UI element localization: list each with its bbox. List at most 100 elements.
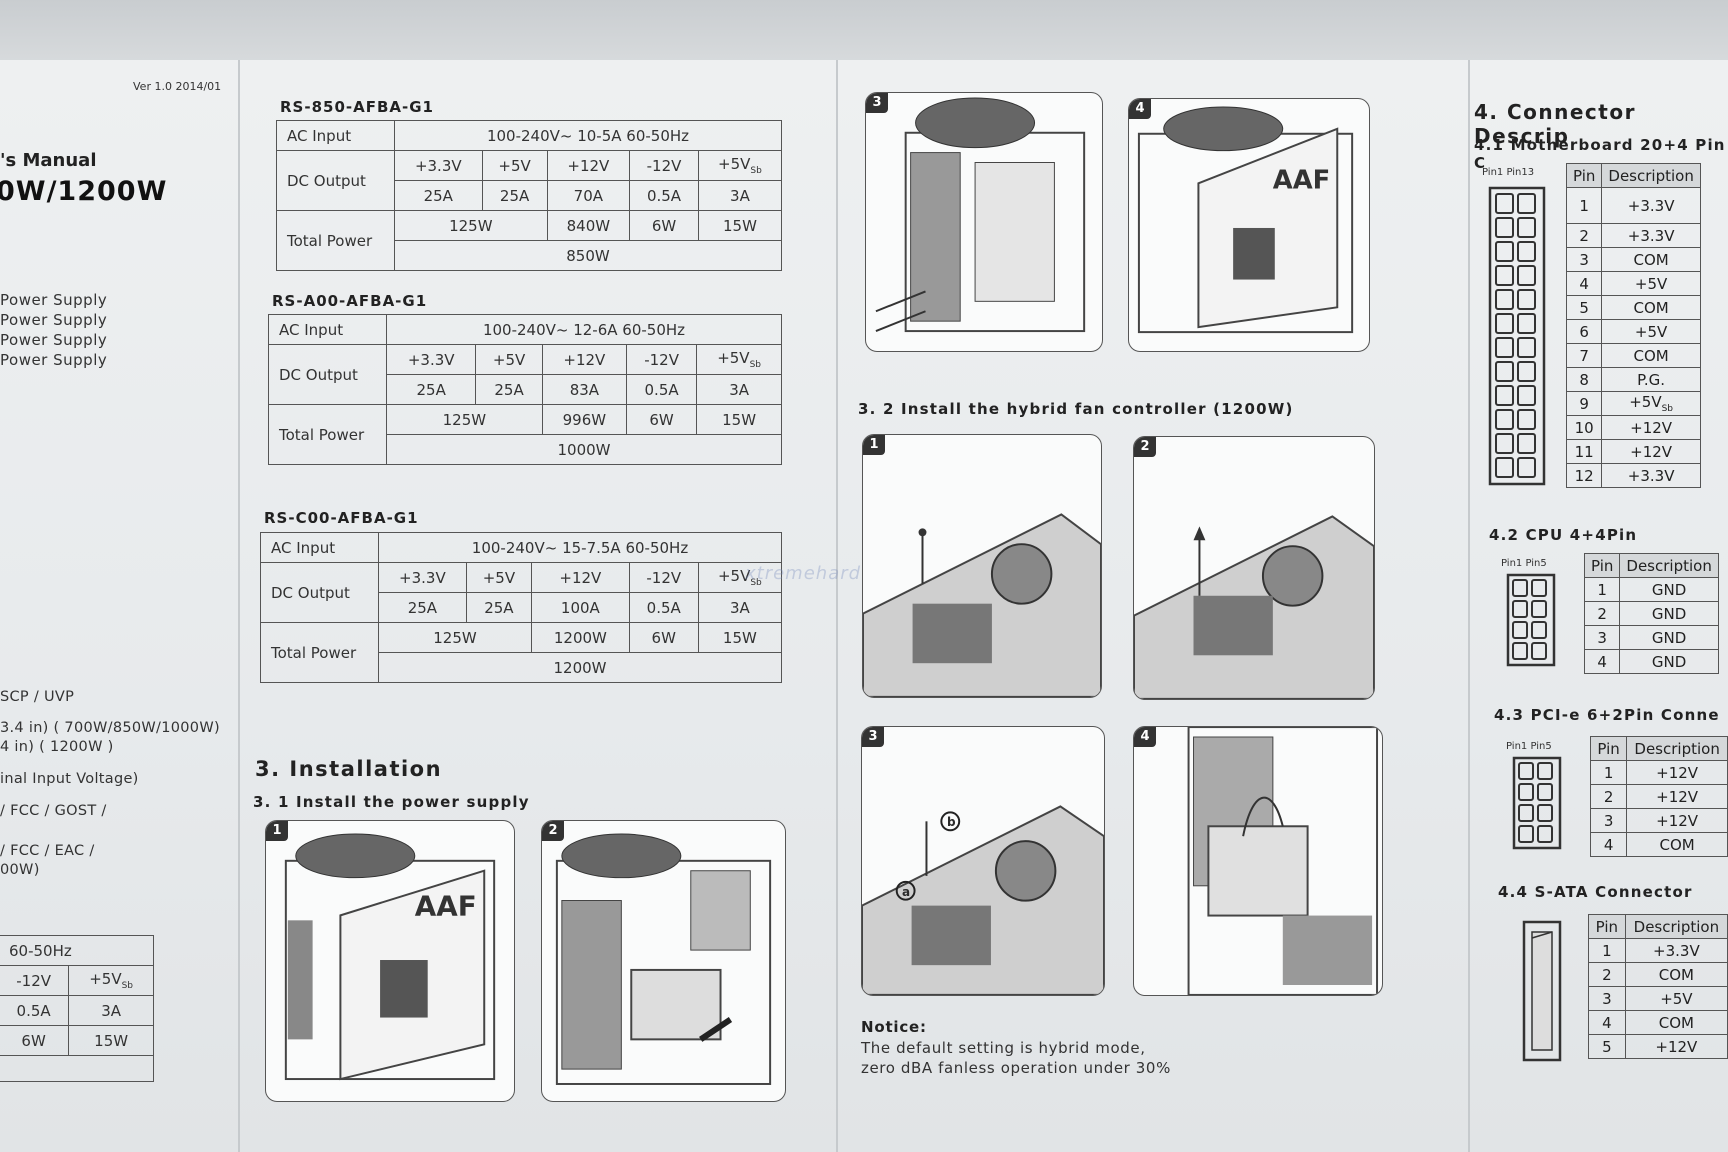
case-drawing: AAF <box>1137 106 1354 334</box>
ac-value: 100-240V~ 12-6A 60-50Hz <box>386 314 782 345</box>
rail-cell: -12V <box>629 150 699 181</box>
wneg-cell: 6W <box>628 622 699 653</box>
step-badge: 3 <box>862 727 884 747</box>
total-power-label: Total Power <box>276 210 395 271</box>
manual-title: 's Manual <box>0 150 97 171</box>
step-badge: 4 <box>1129 99 1151 119</box>
pin-cell: 4 <box>1588 1010 1626 1035</box>
current-cell: 0.5A <box>629 180 699 211</box>
pin-cell: 1 <box>1565 187 1603 224</box>
table-cell: 15W <box>68 1025 154 1056</box>
background-top <box>0 0 1728 66</box>
total-power-label: Total Power <box>268 404 387 465</box>
pcie-connector-title: 4.3 PCI-e 6+2Pin Conne <box>1494 706 1720 724</box>
connector-title: 4. Connector Descrip <box>1474 100 1636 148</box>
case-drawing <box>1187 727 1379 995</box>
pin-cell: 3 <box>1589 808 1628 833</box>
current-cell: 25A <box>465 592 533 623</box>
combined-cell: 125W <box>394 210 548 241</box>
pin-labels: Pin1 Pin5 <box>1506 741 1552 752</box>
current-cell: 70A <box>546 180 631 211</box>
dc-label: DC Output <box>268 344 387 405</box>
rail-cell: +5VSb <box>697 150 783 181</box>
step-badge: 1 <box>266 821 288 841</box>
pin-cell: 2 <box>1565 223 1603 248</box>
connector-pin <box>1495 337 1514 358</box>
dimension-text: 4 in) ( 1200W ) <box>0 739 114 755</box>
table-cell: 3A <box>68 995 154 1026</box>
dimension-text: 3.4 in) ( 700W/850W/1000W) <box>0 720 220 736</box>
wsb-cell: 15W <box>696 404 782 435</box>
current-cell: 0.5A <box>628 592 699 623</box>
current-cell: 25A <box>385 374 477 405</box>
rail-cell: -12V <box>625 344 698 375</box>
step-badge: 2 <box>1134 437 1156 457</box>
pin-cell: 3 <box>1588 986 1626 1011</box>
install-step-figure: 4 AAF <box>1128 98 1370 352</box>
connector-pin <box>1518 783 1534 801</box>
rail-cell: +12V <box>541 344 627 375</box>
current-cell: 25A <box>378 592 467 623</box>
pin-cell: 5 <box>1565 295 1603 320</box>
notice-line: The default setting is hybrid mode, <box>861 1039 1146 1057</box>
mb-connector-title: 4.1 Motherboard 20+4 Pin C <box>1474 136 1726 172</box>
wneg-cell: 6W <box>625 404 698 435</box>
rail-cell: +5V <box>465 562 533 593</box>
cert-text: 00W) <box>0 862 40 878</box>
cpu-connector-drawing <box>1506 573 1556 667</box>
connector-pin <box>1517 289 1536 310</box>
connector-pin <box>1512 600 1528 618</box>
wsb-cell: 15W <box>697 210 783 241</box>
table-cell: 6W <box>0 1025 70 1056</box>
pin-cell: 1 <box>1589 760 1628 785</box>
version-label: Ver 1.0 2014/01 <box>133 80 222 93</box>
desc-cell: +5VSb <box>1601 391 1701 416</box>
connector-pin <box>1517 385 1536 406</box>
pin-cell: 7 <box>1565 343 1603 368</box>
mb-connector-drawing <box>1488 186 1546 486</box>
freq-cell: 60-50Hz <box>0 935 154 966</box>
desc-cell: P.G. <box>1601 367 1701 392</box>
desc-cell: +12V <box>1624 1034 1728 1059</box>
column-header: Pin <box>1588 914 1626 939</box>
desc-cell: COM <box>1601 247 1701 272</box>
total-cell: 1200W <box>378 652 782 683</box>
column-header: Pin <box>1583 553 1621 578</box>
current-cell: 83A <box>541 374 627 405</box>
case-drawing <box>863 513 1101 697</box>
rail-cell: +5V <box>475 344 543 375</box>
w12-cell: 1200W <box>531 622 630 653</box>
rail-cell: +5VSb <box>696 344 782 375</box>
total-power-label: Total Power <box>260 622 379 683</box>
connector-pin <box>1495 217 1514 238</box>
pin-cell: 6 <box>1565 319 1603 344</box>
column-header: Description <box>1624 914 1728 939</box>
rail-cell: -12V <box>628 562 699 593</box>
desc-cell: COM <box>1601 343 1701 368</box>
desc-cell: COM <box>1624 1010 1728 1035</box>
desc-cell: GND <box>1619 577 1719 602</box>
connector-pin <box>1512 642 1528 660</box>
connector-pin <box>1495 409 1514 430</box>
ac-value: 100-240V~ 10-5A 60-50Hz <box>394 120 782 151</box>
connector-pin <box>1517 361 1536 382</box>
connector-pin <box>1495 313 1514 334</box>
fan-step-figure: 3 a b <box>861 726 1105 996</box>
notice-line: zero dBA fanless operation under 30% <box>861 1059 1171 1077</box>
connector-pin <box>1531 621 1547 639</box>
connector-pin <box>1495 433 1514 454</box>
ps-line: Power Supply <box>0 291 108 309</box>
ac-label: AC Input <box>260 532 379 563</box>
mini-spec-table: 60-50Hz -12V +5VSb 0.5A 3A 6W 15W <box>0 935 154 1082</box>
pin-cell: 12 <box>1565 463 1603 488</box>
connector-pin <box>1518 762 1534 780</box>
pin-cell: 3 <box>1583 625 1621 650</box>
rail-cell: +5VSb <box>697 562 783 593</box>
case-drawing <box>875 97 1086 333</box>
desc-cell: COM <box>1624 962 1728 987</box>
connector-pin <box>1517 217 1536 238</box>
wsb-cell: 15W <box>697 622 783 653</box>
fold-line <box>1468 60 1470 1152</box>
